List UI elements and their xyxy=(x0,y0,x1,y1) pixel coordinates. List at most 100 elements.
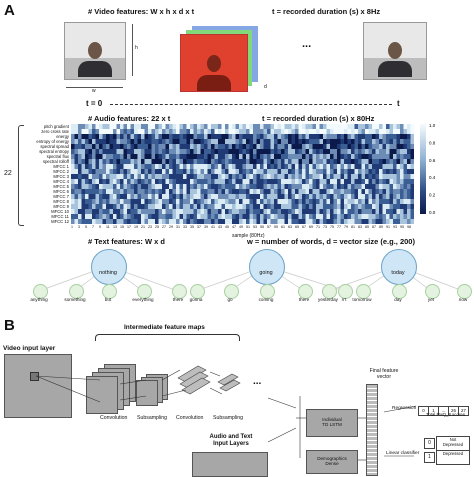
audio-feature-label: spectral entropy xyxy=(39,149,69,154)
audio-feature-label: MFCC 2 xyxy=(53,169,69,174)
audio-text-input-label: Audio and Text Input Layers xyxy=(209,434,253,447)
audio-feature-label: zero cross rate xyxy=(41,129,69,134)
neighbor-word: n't xyxy=(341,297,347,302)
colorbar-tick: 0.6 xyxy=(429,158,436,163)
neighbor-word: yet xyxy=(427,297,435,302)
word-node-1 xyxy=(249,249,285,285)
audio-feature-label: entropy of energy xyxy=(36,139,69,144)
video-frame-last xyxy=(363,22,427,80)
classifier-label: Linear classifier xyxy=(386,451,420,456)
neighbor-node xyxy=(259,284,275,299)
neighbor-word: go xyxy=(227,297,233,302)
stage-convolution-1: Convolution xyxy=(100,415,128,421)
neighbor-node xyxy=(32,284,48,299)
x-tick-label: 37 xyxy=(197,225,201,229)
x-tick-label: 55 xyxy=(260,225,264,229)
intermediate-maps-brace xyxy=(95,334,240,341)
neighbor-word: gonna xyxy=(189,297,203,302)
video-features-header: # Video features: W x h x d x t xyxy=(88,7,195,16)
t-end-label: t xyxy=(397,99,400,108)
x-tick-label: 59 xyxy=(274,225,278,229)
x-tick-label: 3 xyxy=(78,225,80,229)
x-tick-label: 31 xyxy=(176,225,180,229)
x-tick-label: 19 xyxy=(134,225,138,229)
t-zero-label: t = 0 xyxy=(86,99,103,108)
text-features-caption: w = number of words, d = vector size (e.… xyxy=(247,237,415,246)
classifier-value: 1 xyxy=(424,452,435,463)
x-tick-label: 77 xyxy=(337,225,341,229)
heatmap-colorbar: 1.00.80.60.40.20.0 xyxy=(420,124,436,215)
x-tick-label: 95 xyxy=(400,225,404,229)
final-vector-label: Final feature vector xyxy=(369,368,399,380)
layers-ellipsis: ... xyxy=(253,376,262,387)
neighbor-node xyxy=(424,284,440,299)
audio-feature-label: spectral rolloff xyxy=(43,159,69,164)
x-tick-label: 51 xyxy=(246,225,250,229)
x-tick-label: 41 xyxy=(211,225,215,229)
x-tick-label: 35 xyxy=(190,225,194,229)
audio-count: 22 xyxy=(4,170,12,177)
classifier-class-label: Depressed xyxy=(436,450,470,465)
x-tick-label: 63 xyxy=(288,225,292,229)
x-tick-label: 23 xyxy=(148,225,152,229)
regression-cell: 27 xyxy=(458,406,469,416)
final-feature-vector xyxy=(366,384,378,476)
neighbor-word: tomorrow xyxy=(352,297,372,302)
x-tick-label: 9 xyxy=(99,225,101,229)
x-tick-label: 27 xyxy=(162,225,166,229)
audio-feature-label: MFCC 7 xyxy=(53,194,69,199)
neighbor-node xyxy=(101,284,117,299)
x-tick-label: 5 xyxy=(85,225,87,229)
x-tick-label: 79 xyxy=(344,225,348,229)
audio-feature-label: spectral spread xyxy=(40,144,69,149)
x-tick-label: 13 xyxy=(113,225,117,229)
demographics-label: Demographics Dense xyxy=(317,456,347,466)
x-tick-label: 21 xyxy=(141,225,145,229)
panel-b-letter: B xyxy=(4,317,15,334)
neighbor-word: yesterday xyxy=(318,297,338,302)
audio-feature-label: MFCC 3 xyxy=(53,174,69,179)
audio-feature-label: pitch gradient xyxy=(43,124,69,129)
dim-d-label: d xyxy=(264,84,267,90)
audio-feature-label: MFCC 9 xyxy=(53,204,69,209)
colorbar-tick: 0.8 xyxy=(429,140,436,145)
word-node-label: going xyxy=(259,270,273,276)
sub2-maps xyxy=(217,373,241,392)
x-tick-label: 93 xyxy=(393,225,397,229)
panel-b-arrows xyxy=(35,369,417,461)
audio-feature-label: spectral flux xyxy=(46,154,69,159)
classifier-class-label: Not Depressed xyxy=(436,436,470,451)
audio-feature-label: MFCC 8 xyxy=(53,199,69,204)
time-axis xyxy=(110,104,392,105)
x-tick-label: 53 xyxy=(253,225,257,229)
x-tick-label: 29 xyxy=(169,225,173,229)
neighbor-node xyxy=(456,284,472,299)
audio-duration-caption: t = recorded duration (s) x 80Hz xyxy=(262,114,375,123)
word-node-label: today xyxy=(391,270,405,276)
audio-feature-label: MFCC 10 xyxy=(51,209,69,214)
x-tick-label: 11 xyxy=(106,225,110,229)
audio-feature-label: MFCC 1 xyxy=(53,164,69,169)
neighbor-node xyxy=(337,284,353,299)
neighbor-node xyxy=(355,284,371,299)
dim-h-label: h xyxy=(135,45,138,51)
video-input-label: Video input layer xyxy=(3,345,56,352)
neighbor-word: something xyxy=(64,297,86,302)
x-tick-label: 98 xyxy=(407,225,411,229)
x-axis-label: sample (80Hz) xyxy=(232,233,265,239)
conv1-map-d xyxy=(86,376,118,414)
text-features-header: # Text features: W x d xyxy=(88,237,165,246)
neighbor-node xyxy=(391,284,407,299)
audio-features-header: # Audio features: 22 x t xyxy=(88,114,171,123)
regression-label: Regression xyxy=(392,406,417,411)
neighbor-node xyxy=(223,284,239,299)
colorbar-tick: 0.0 xyxy=(429,210,436,215)
audio-feature-label: MFCC 6 xyxy=(53,189,69,194)
video-duration-caption: t = recorded duration (s) x 8Hz xyxy=(272,7,381,16)
neighbor-node xyxy=(68,284,84,299)
audio-feature-label: MFCC 4 xyxy=(53,179,69,184)
sub1-map-c xyxy=(136,380,158,406)
